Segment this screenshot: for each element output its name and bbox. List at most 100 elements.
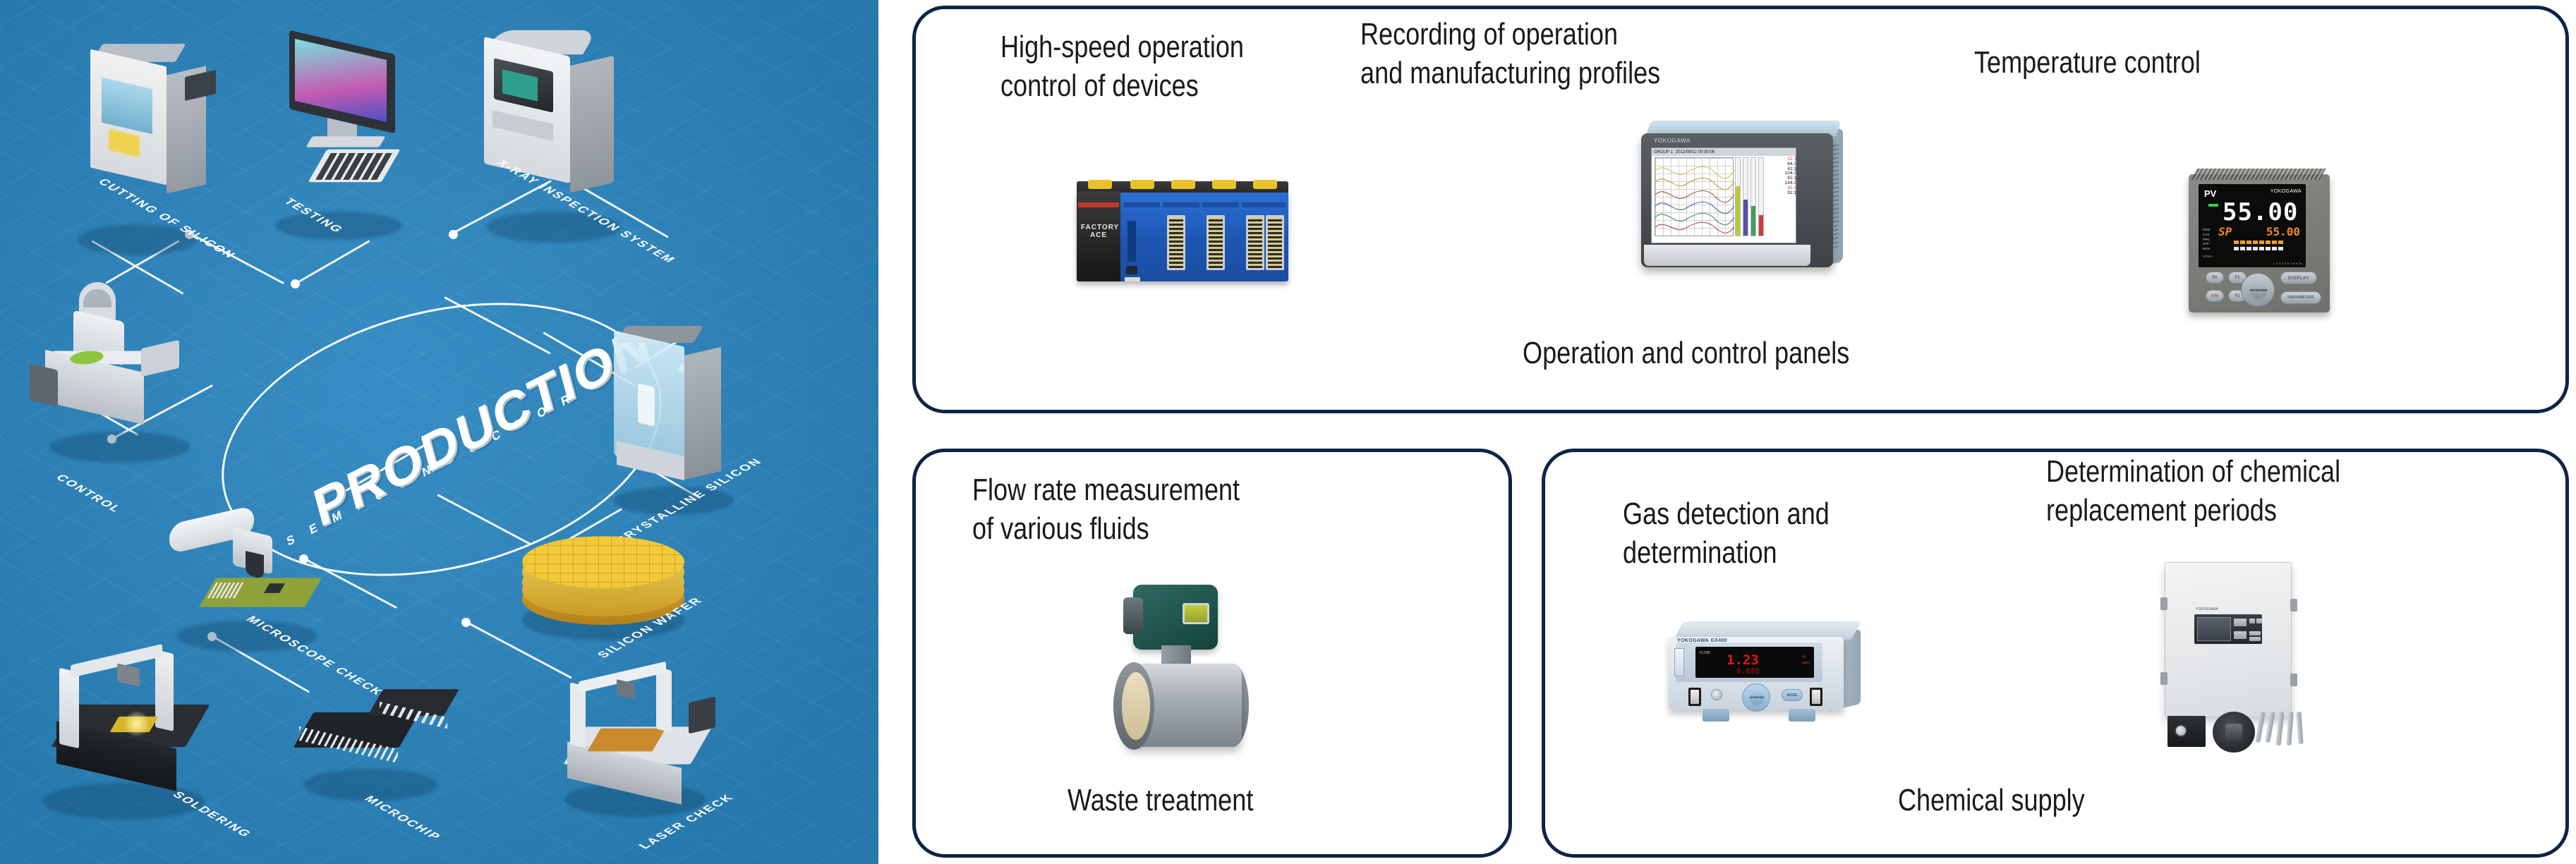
cabinet-button[interactable]: [2234, 619, 2247, 626]
tc-button-fn[interactable]: Fn: [2206, 272, 2224, 284]
recorder-bar: [1743, 157, 1748, 236]
tc-vent: [2191, 169, 2326, 180]
gas-analyzer-mode-button[interactable]: MODE: [1782, 689, 1803, 701]
machine-microchip: [293, 670, 466, 811]
tc-led: RSW: [2203, 228, 2211, 231]
recorder-trend-chart: [1655, 157, 1735, 236]
pipe: [2265, 711, 2275, 743]
pipe: [2255, 711, 2266, 743]
recorder-bar: [1735, 157, 1741, 236]
tc-button-display[interactable]: DISPLAY: [2280, 272, 2317, 284]
device-paperless-recorder: YOKOGAWA GROUP 1 2012/09/12 09:30:06: [1641, 121, 1853, 290]
panel-waste-treatment: Flow rate measurement of various fluids …: [912, 449, 1512, 858]
tc-set-enter-button[interactable]: SET/ENTER: [2249, 282, 2268, 299]
recorder-value: 92.1: [1787, 190, 1796, 195]
gas-analyzer-rotameter: [1674, 648, 1684, 676]
plc-tab: [1088, 180, 1112, 189]
gas-analyzer-foot: [1703, 709, 1729, 722]
gas-analyzer-flow-label: FLOW: [1700, 651, 1710, 655]
recorder-value: 64.3: [1787, 161, 1796, 166]
tc-button-parameter[interactable]: PARAMETER: [2280, 291, 2321, 304]
cabinet-button[interactable]: [2249, 619, 2255, 623]
device-chemical-supply-cabinet: YOKOGAWA: [2152, 562, 2350, 767]
blower-hub: [2225, 724, 2242, 741]
device-gas-analyzer: YOKOGAWA GX400 FLOW 1.23 9.888 % ppm SET…: [1669, 609, 1873, 736]
semiconductor-production-infographic: S E M I C O N D U C T O R PRODUCTION CUT…: [0, 0, 878, 864]
plc-status-strip: [1242, 202, 1286, 207]
connector-dot: [449, 230, 458, 239]
plc-tab: [1253, 180, 1277, 189]
cabinet-button[interactable]: [2256, 619, 2262, 623]
plc-status-strip: [1078, 202, 1119, 207]
gas-analyzer-model-text: GX400: [1710, 638, 1728, 643]
cabinet-pressure-gauge: [2175, 724, 2187, 737]
caption-flow-rate-measurement: Flow rate measurement of various fluids: [972, 473, 1240, 546]
tc-green-indicator: [2208, 204, 2218, 207]
tc-brand: YOKOGAWA: [2270, 189, 2302, 194]
recorder-value: 104.3: [1784, 171, 1796, 176]
recorder-timestamp: 2012/09/12 09:30:06: [1675, 150, 1715, 154]
recorder-value: 42.1: [1787, 166, 1796, 171]
connector-dot: [185, 230, 194, 239]
machine-shadow: [614, 487, 734, 515]
machine-shadow: [176, 621, 318, 652]
gas-analyzer-reading: 1.23: [1727, 652, 1759, 668]
gas-analyzer-display: FLOW 1.23 9.888 % ppm: [1695, 647, 1814, 678]
switch-rocker: [1812, 690, 1820, 704]
recorder-group-label: GROUP 1: [1654, 150, 1673, 154]
caption-temperature-control: Temperature control: [1974, 45, 2201, 80]
cabinet-screen: [2197, 617, 2231, 641]
tc-button-auto-manual[interactable]: A/M: [2206, 290, 2224, 302]
plc-tab: [1130, 180, 1154, 189]
machine-control: [28, 282, 212, 444]
flowmeter-display: [1183, 603, 1209, 624]
cabinet-control-panel: [2194, 614, 2262, 644]
flowmeter-converter-head: [1123, 585, 1218, 650]
gas-analyzer-power-switch[interactable]: [1810, 688, 1822, 706]
tc-led: PRG: [2203, 237, 2210, 241]
cabinet-hinge: [2290, 674, 2297, 686]
gas-analyzer-secondary-reading: 9.888: [1736, 667, 1760, 676]
tc-led: STP: [2203, 242, 2209, 246]
gas-analyzer-set-enter-button[interactable]: SET/ENTER: [1750, 691, 1764, 705]
cabinet-brand: YOKOGAWA: [2196, 607, 2218, 612]
machine-laser-check: [557, 656, 734, 825]
machine-shadow: [487, 212, 621, 243]
gas-analyzer-adjust-knob[interactable]: [1711, 689, 1722, 700]
cabinet-button[interactable]: [2249, 631, 2261, 635]
tc-status-leds: RSW CAS PRG STP MAN: [2203, 228, 2211, 252]
gas-analyzer-foot: [1789, 709, 1815, 722]
caption-determination-of-chemical-replacement: Determination of chemical replacement pe…: [2046, 454, 2341, 528]
machine-shadow: [49, 432, 191, 463]
gas-analyzer-ppm-unit: ppm: [1802, 660, 1810, 665]
gas-analyzer-navigation-pad[interactable]: SET/ENTER: [1742, 683, 1770, 712]
gas-analyzer-pump-switch[interactable]: [1688, 688, 1701, 706]
recorder-brand: YOKOGAWA: [1654, 138, 1691, 144]
flowmeter-cable-gland: [1123, 597, 1143, 634]
trend-curves: [1655, 166, 1735, 233]
gas-analyzer-brand-text: YOKOGAWA: [1677, 638, 1709, 643]
caption-recording-of-operation: Recording of operation and manufacturing…: [1360, 17, 1661, 90]
cabinet-blower: [2213, 712, 2255, 753]
cabinet-hinge: [2290, 599, 2297, 612]
tc-led: MAN: [2203, 247, 2210, 250]
recorder-screen: GROUP 1 2012/09/12 09:30:06: [1651, 147, 1796, 243]
recorder-bar: [1758, 157, 1764, 236]
recorder-front-door[interactable]: [1644, 245, 1810, 266]
device-magnetic-flowmeter: [1109, 585, 1271, 761]
tc-output-scale: 1 2 3 4 5 6 7 8 9 10: [2273, 262, 2302, 265]
panel-footer-operation-and-control-panels: Operation and control panels: [1523, 336, 1850, 370]
recorder-value: 62.1: [1787, 176, 1796, 181]
caption-high-speed-operation-control: High-speed operation control of devices: [1000, 30, 1245, 103]
machine-shadow: [303, 769, 437, 801]
tc-pv-label: PV: [2204, 188, 2217, 199]
plc-brand-label: FACTORY ACE: [1081, 224, 1120, 239]
plc-connector: [1207, 215, 1225, 270]
cabinet-button[interactable]: [2249, 637, 2261, 641]
recorder-value: 22.1: [1787, 157, 1796, 162]
machine-soldering: [49, 642, 240, 818]
cabinet-button[interactable]: [2234, 631, 2247, 639]
recorder-value: 82.1: [1787, 185, 1796, 190]
tc-navigation-pad[interactable]: SET/ENTER: [2241, 273, 2275, 307]
